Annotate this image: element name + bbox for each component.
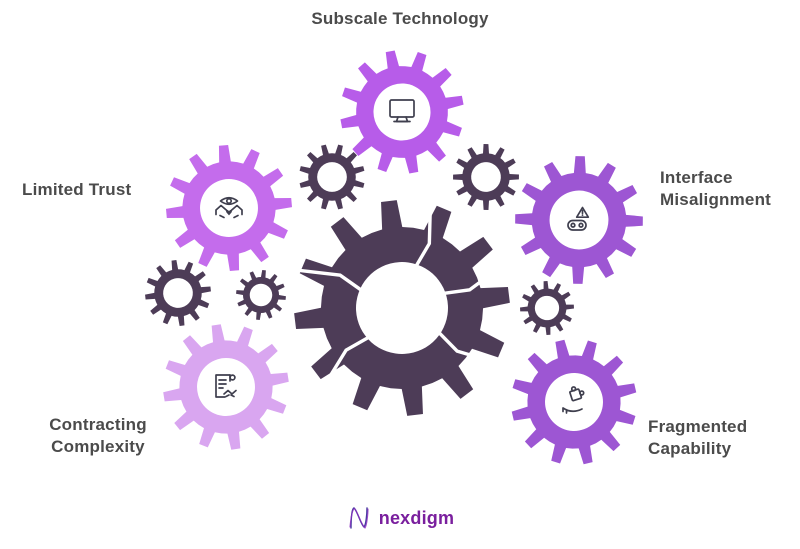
- small-gear: [520, 281, 574, 335]
- gear-fragmented-capability: [511, 339, 637, 465]
- misalignment-warning-belt-icon: [567, 206, 590, 231]
- gear-interface-misalignment: [515, 156, 643, 284]
- gear-contracting-complexity: [163, 324, 289, 450]
- gear-crack: [298, 268, 365, 293]
- gear-crack: [441, 263, 505, 296]
- trust-handshake-eye-icon: [215, 196, 243, 219]
- small-gear: [236, 270, 286, 320]
- brand-name: nexdigm: [378, 507, 455, 528]
- small-gear: [299, 144, 365, 210]
- label-subscale-technology: Subscale Technology: [311, 9, 489, 28]
- gear-crack: [322, 334, 372, 387]
- label-contracting-complexity: Contracting Complexity: [49, 415, 147, 456]
- contract-document-handshake-icon: [215, 374, 237, 398]
- label-fragmented-capability: Fragmented Capability: [648, 417, 748, 458]
- gear-crack: [413, 201, 433, 269]
- nexdigm-logo-icon: [349, 507, 369, 529]
- monitor-icon: [389, 99, 415, 123]
- puzzle-piece-hand-icon: [562, 386, 585, 414]
- label-interface-misalignment: Interface Misalignment: [660, 168, 772, 209]
- small-gear: [453, 144, 519, 210]
- central-broken-gear: [294, 200, 510, 416]
- gear-subscale-technology: [340, 50, 464, 174]
- gear-crack: [436, 329, 498, 365]
- small-gear: [145, 260, 211, 326]
- gear-limited-trust: [165, 144, 293, 272]
- label-limited-trust: Limited Trust: [22, 180, 132, 199]
- brand-footer: nexdigm: [0, 503, 800, 533]
